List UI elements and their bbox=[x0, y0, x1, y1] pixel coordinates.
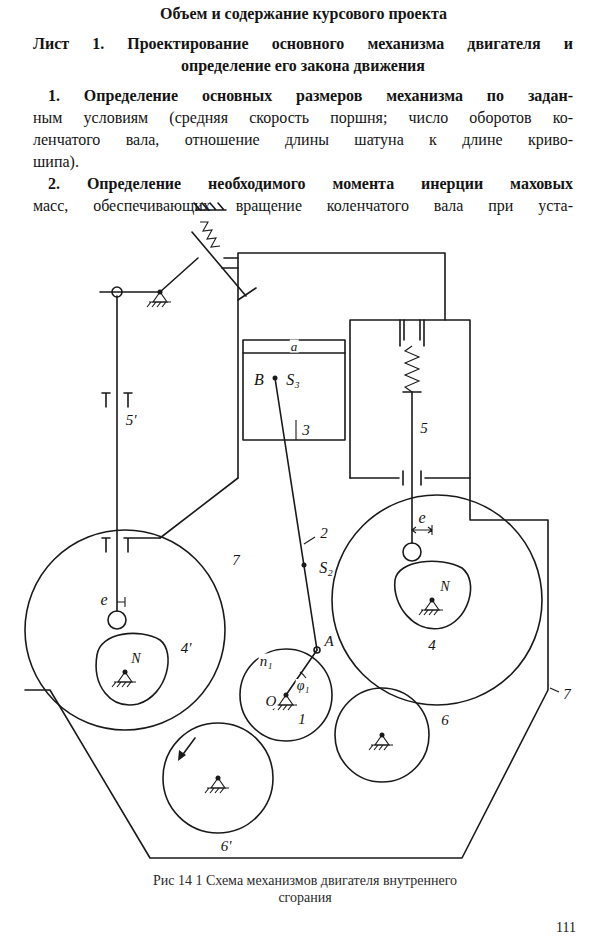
callout-label: 7 bbox=[562, 687, 572, 702]
mechanism-line bbox=[117, 597, 125, 607]
callout-label: A bbox=[323, 634, 334, 649]
mechanism-line bbox=[160, 258, 198, 292]
mechanism-line bbox=[273, 376, 278, 381]
callout-label: φ₁ bbox=[296, 679, 311, 693]
mechanism-line bbox=[405, 346, 419, 392]
mechanism-line bbox=[279, 695, 293, 705]
mechanism-line bbox=[118, 672, 132, 682]
mechanism-line bbox=[240, 649, 332, 741]
mechanism-line bbox=[411, 392, 413, 543]
mechanism-line bbox=[116, 296, 118, 611]
mechanism-line bbox=[112, 682, 136, 687]
mechanism-line bbox=[302, 563, 307, 568]
mechanism-line bbox=[403, 543, 421, 561]
mechanism-line bbox=[350, 471, 470, 485]
callout-label: B bbox=[253, 372, 265, 388]
mechanism-line bbox=[102, 393, 132, 407]
callout-label: 4' bbox=[180, 641, 193, 656]
mechanism-line bbox=[400, 320, 424, 346]
mechanism-line bbox=[147, 302, 171, 307]
figure-caption: Рис 14 1 Схема механизмов двигателя внут… bbox=[133, 872, 477, 906]
mechanism-line bbox=[96, 633, 168, 704]
mechanism-line bbox=[192, 232, 246, 296]
mechanism-line bbox=[412, 525, 432, 535]
mechanism-line bbox=[222, 258, 238, 268]
callout-label: 1 bbox=[297, 712, 307, 727]
body-text-line: ленчатого вала, отношение длины шатуна к… bbox=[33, 130, 573, 150]
body-text-line: 2. Определение необходимого момента инер… bbox=[48, 174, 573, 194]
body-text-line: шипа). bbox=[33, 152, 573, 172]
mechanism-line bbox=[550, 688, 559, 692]
mechanism-line bbox=[108, 611, 126, 629]
mechanism-line bbox=[238, 253, 445, 478]
mechanism-line bbox=[163, 723, 273, 833]
mechanism-line bbox=[419, 610, 443, 615]
mechanism-line bbox=[304, 537, 315, 544]
mechanism-line bbox=[300, 672, 306, 678]
callout-label: n₁ bbox=[259, 654, 274, 669]
callout-label: 5' bbox=[125, 413, 138, 428]
mechanism-line bbox=[205, 788, 229, 793]
mechanism-line bbox=[369, 745, 393, 750]
mechanism-line bbox=[160, 478, 238, 538]
mechanism-line bbox=[200, 222, 220, 247]
mechanism-line bbox=[211, 778, 225, 788]
body-text-line: определение его закона движения bbox=[33, 56, 573, 76]
mechanism-line bbox=[102, 538, 160, 552]
mechanism-line bbox=[286, 650, 317, 695]
callout-label: 2 bbox=[319, 526, 329, 541]
callout-label: 7 bbox=[231, 553, 241, 568]
callout-label: e bbox=[417, 510, 426, 526]
mechanism-line bbox=[100, 291, 160, 293]
mechanism-line bbox=[243, 340, 345, 440]
callout-label: N bbox=[130, 652, 141, 666]
callout-label: 6 bbox=[440, 713, 450, 728]
body-text-line: Лист 1. Проектирование основного механиз… bbox=[33, 34, 573, 54]
mechanism-line bbox=[238, 288, 256, 300]
body-text-line: масс, обеспечивающих вращение коленчатог… bbox=[33, 196, 573, 216]
callout-label: 3 bbox=[301, 423, 311, 438]
callout-label: S₂ bbox=[318, 560, 334, 576]
mechanism-line bbox=[25, 320, 548, 858]
mechanism-line bbox=[178, 750, 186, 761]
mechanism-line bbox=[295, 420, 296, 440]
callout-label: O bbox=[265, 694, 278, 709]
mechanism-line bbox=[375, 735, 389, 745]
mechanism-line bbox=[275, 378, 317, 650]
mechanism-line bbox=[335, 688, 429, 782]
mechanism-line bbox=[314, 647, 320, 653]
page-heading: Объем и содержание курсового проекта bbox=[20, 4, 587, 24]
mechanism-line bbox=[112, 287, 122, 297]
body-text-line: ным условиям (средняя скорость поршня; ч… bbox=[33, 108, 573, 128]
mechanism-line bbox=[153, 292, 167, 302]
callout-label: N bbox=[439, 580, 450, 594]
mechanism-line bbox=[112, 290, 443, 794]
callout-label: 4 bbox=[427, 638, 437, 653]
callout-label: a bbox=[290, 340, 299, 353]
mechanism-line bbox=[425, 600, 439, 610]
callout-label: 6' bbox=[220, 839, 233, 854]
page-number: 111 bbox=[556, 921, 576, 935]
mechanism-line bbox=[25, 530, 225, 730]
body-text-line: 1. Определение основных размеров механиз… bbox=[48, 86, 573, 106]
callout-label: e bbox=[99, 592, 108, 608]
mechanism-line bbox=[395, 561, 471, 629]
mechanism-line bbox=[332, 495, 542, 705]
callout-label: 5 bbox=[419, 421, 429, 436]
callout-label: S₃ bbox=[285, 372, 301, 388]
mechanism-line bbox=[403, 391, 421, 393]
